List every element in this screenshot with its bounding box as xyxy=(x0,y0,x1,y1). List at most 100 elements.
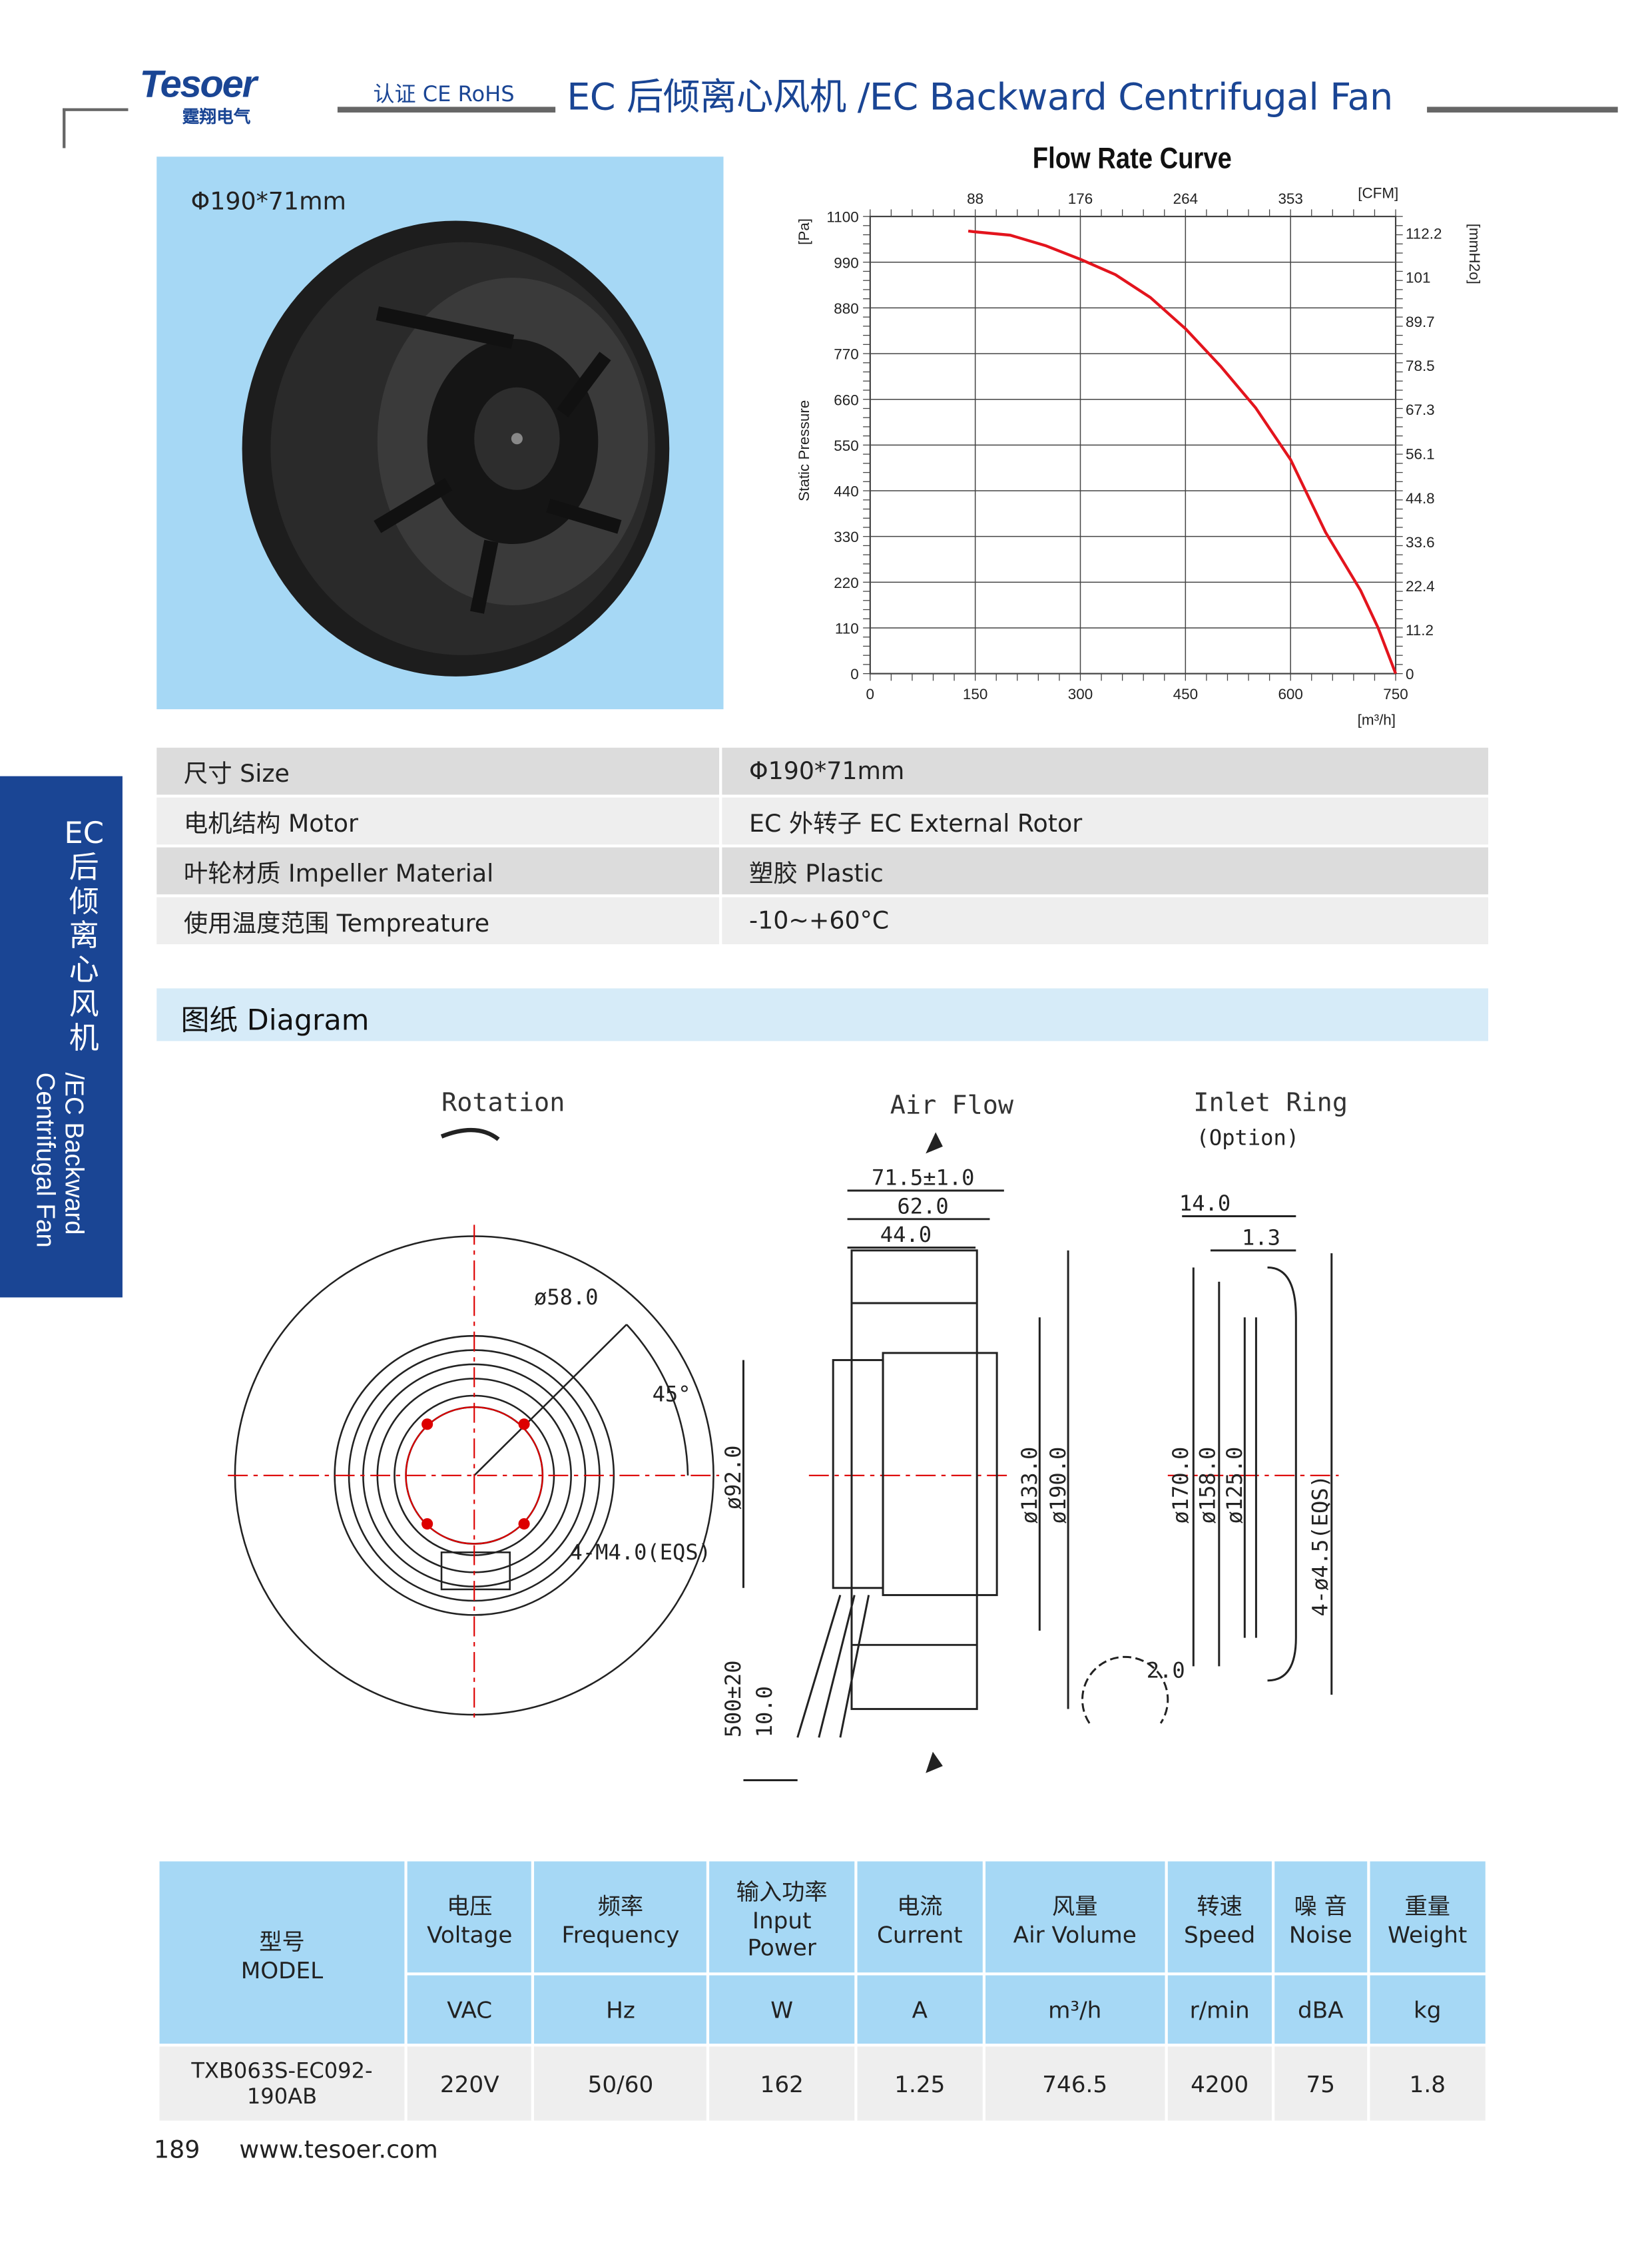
col-en: Weight xyxy=(1388,1920,1468,1948)
y2-tick-label: 67.3 xyxy=(1406,402,1435,418)
col-en: Voltage xyxy=(427,1920,513,1948)
x-axis-label: [m³/h] xyxy=(1358,712,1396,728)
value-cell: 4200 xyxy=(1167,2046,1272,2121)
x2-axis-label: [CFM] xyxy=(1358,184,1398,201)
website-link[interactable]: www.tesoer.com xyxy=(239,2136,438,2165)
logo-subtext: 霆翔电气 xyxy=(182,107,251,127)
spec-value: 塑胶 Plastic xyxy=(722,847,1489,895)
y-tick-label: 330 xyxy=(834,529,858,545)
col-cn: 输入功率 xyxy=(736,1878,828,1906)
dim-d133: ø133.0 xyxy=(1017,1447,1042,1524)
col-cn: 风量 xyxy=(1051,1892,1098,1920)
y2-tick-label: 33.6 xyxy=(1406,534,1435,551)
fan-image xyxy=(242,220,670,677)
header-rule xyxy=(337,107,556,113)
spec-value: EC 外转子 EC External Rotor xyxy=(722,797,1489,845)
x-tick-label: 450 xyxy=(1173,686,1198,702)
col-unit: A xyxy=(857,1975,983,2044)
y2-tick-label: 11.2 xyxy=(1406,622,1434,639)
value-cell: 220V xyxy=(407,2046,532,2121)
product-photo: Φ190*71mm xyxy=(156,156,724,710)
header-rule xyxy=(1427,107,1618,113)
dim-strip-length: 10.0 xyxy=(752,1686,777,1737)
model-cell: TXB063S-EC092-190AB xyxy=(159,2046,405,2121)
header-corner-line xyxy=(63,108,66,148)
x2-tick-label: 353 xyxy=(1278,190,1302,207)
brand-logo: Tesoer 霆翔电气 xyxy=(137,63,319,128)
diagram-heading-bar: 图纸 Diagram xyxy=(156,988,1489,1041)
table-row: TXB063S-EC092-190AB 220V 50/60 162 1.25 … xyxy=(159,2046,1486,2121)
col-unit: VAC xyxy=(407,1975,532,2044)
y-tick-label: 440 xyxy=(834,483,858,500)
model-header-cn: 型号 xyxy=(259,1927,305,1955)
y2-tick-label: 56.1 xyxy=(1406,445,1435,462)
col-cn: 噪 音 xyxy=(1294,1892,1347,1920)
model-header-en: MODEL xyxy=(240,1956,324,1984)
y2-tick-label: 89.7 xyxy=(1406,314,1435,330)
y-tick-label: 220 xyxy=(834,575,858,591)
y-tick-label: 550 xyxy=(834,437,858,454)
dim-d170: ø170.0 xyxy=(1168,1447,1193,1524)
spec-key: 尺寸 Size xyxy=(156,747,720,795)
dim-cable-length: 500±20 xyxy=(720,1660,746,1737)
col-cn: 电流 xyxy=(897,1892,943,1920)
y-axis-label: Static Pressure xyxy=(796,400,812,501)
dim-ring-20: 2.0 xyxy=(1147,1658,1185,1683)
certification: 认证 CE RoHS xyxy=(373,81,515,107)
sidebar-subtitle: /EC Backward Centrifugal Fan xyxy=(31,1072,89,1248)
x-tick-label: 300 xyxy=(1068,686,1093,702)
col-en: Noise xyxy=(1288,1920,1352,1948)
x2-tick-label: 176 xyxy=(1068,190,1093,207)
col-cn: 电压 xyxy=(447,1892,493,1920)
col-unit: Hz xyxy=(535,1975,706,2044)
y2-tick-label: 112.2 xyxy=(1406,225,1442,242)
header-corner-line xyxy=(63,108,129,111)
col-en: Current xyxy=(877,1920,963,1948)
col-unit: r/min xyxy=(1167,1975,1272,2044)
rotation-label: Rotation xyxy=(441,1087,565,1117)
value-cell: 1.8 xyxy=(1369,2046,1486,2121)
chart-title: Flow Rate Curve xyxy=(1032,142,1232,176)
y2-tick-label: 78.5 xyxy=(1406,358,1435,374)
col-unit: kg xyxy=(1369,1975,1486,2044)
spec-key: 电机结构 Motor xyxy=(156,797,720,845)
y-tick-label: 990 xyxy=(834,254,858,271)
dim-ring-holes: 4-ø4.5(EQS) xyxy=(1307,1475,1332,1616)
page-number: 189 xyxy=(153,2136,200,2165)
x-tick-label: 150 xyxy=(963,686,987,702)
spec-value: -10~+60°C xyxy=(722,897,1489,945)
x-tick-label: 750 xyxy=(1383,686,1408,702)
dim-angle45: 45° xyxy=(653,1382,691,1407)
x2-tick-label: 264 xyxy=(1173,190,1198,207)
col-unit: m³/h xyxy=(985,1975,1165,2044)
x-tick-label: 0 xyxy=(866,686,874,702)
dim-d58: ø58.0 xyxy=(534,1284,599,1310)
y-tick-label: 110 xyxy=(835,621,859,637)
spec-key: 叶轮材质 Impeller Material xyxy=(156,847,720,895)
col-en: Air Volume xyxy=(1013,1920,1137,1948)
y2-tick-label: 22.4 xyxy=(1406,578,1435,595)
dim-width-62: 62.0 xyxy=(897,1193,948,1219)
col-unit: W xyxy=(709,1975,855,2044)
y-tick-label: 770 xyxy=(834,346,858,363)
col-cn: 频率 xyxy=(597,1892,644,1920)
option-label: (Option) xyxy=(1197,1125,1300,1151)
y-tick-label: 1100 xyxy=(826,209,858,226)
y2-tick-label: 101 xyxy=(1406,269,1430,286)
value-cell: 1.25 xyxy=(857,2046,983,2121)
col-en: Frequency xyxy=(561,1920,680,1948)
value-cell: 75 xyxy=(1274,2046,1367,2121)
sidebar-title: EC 后倾离心风机 xyxy=(64,816,105,1055)
page-title: EC 后倾离心风机 /EC Backward Centrifugal Fan xyxy=(567,77,1393,120)
